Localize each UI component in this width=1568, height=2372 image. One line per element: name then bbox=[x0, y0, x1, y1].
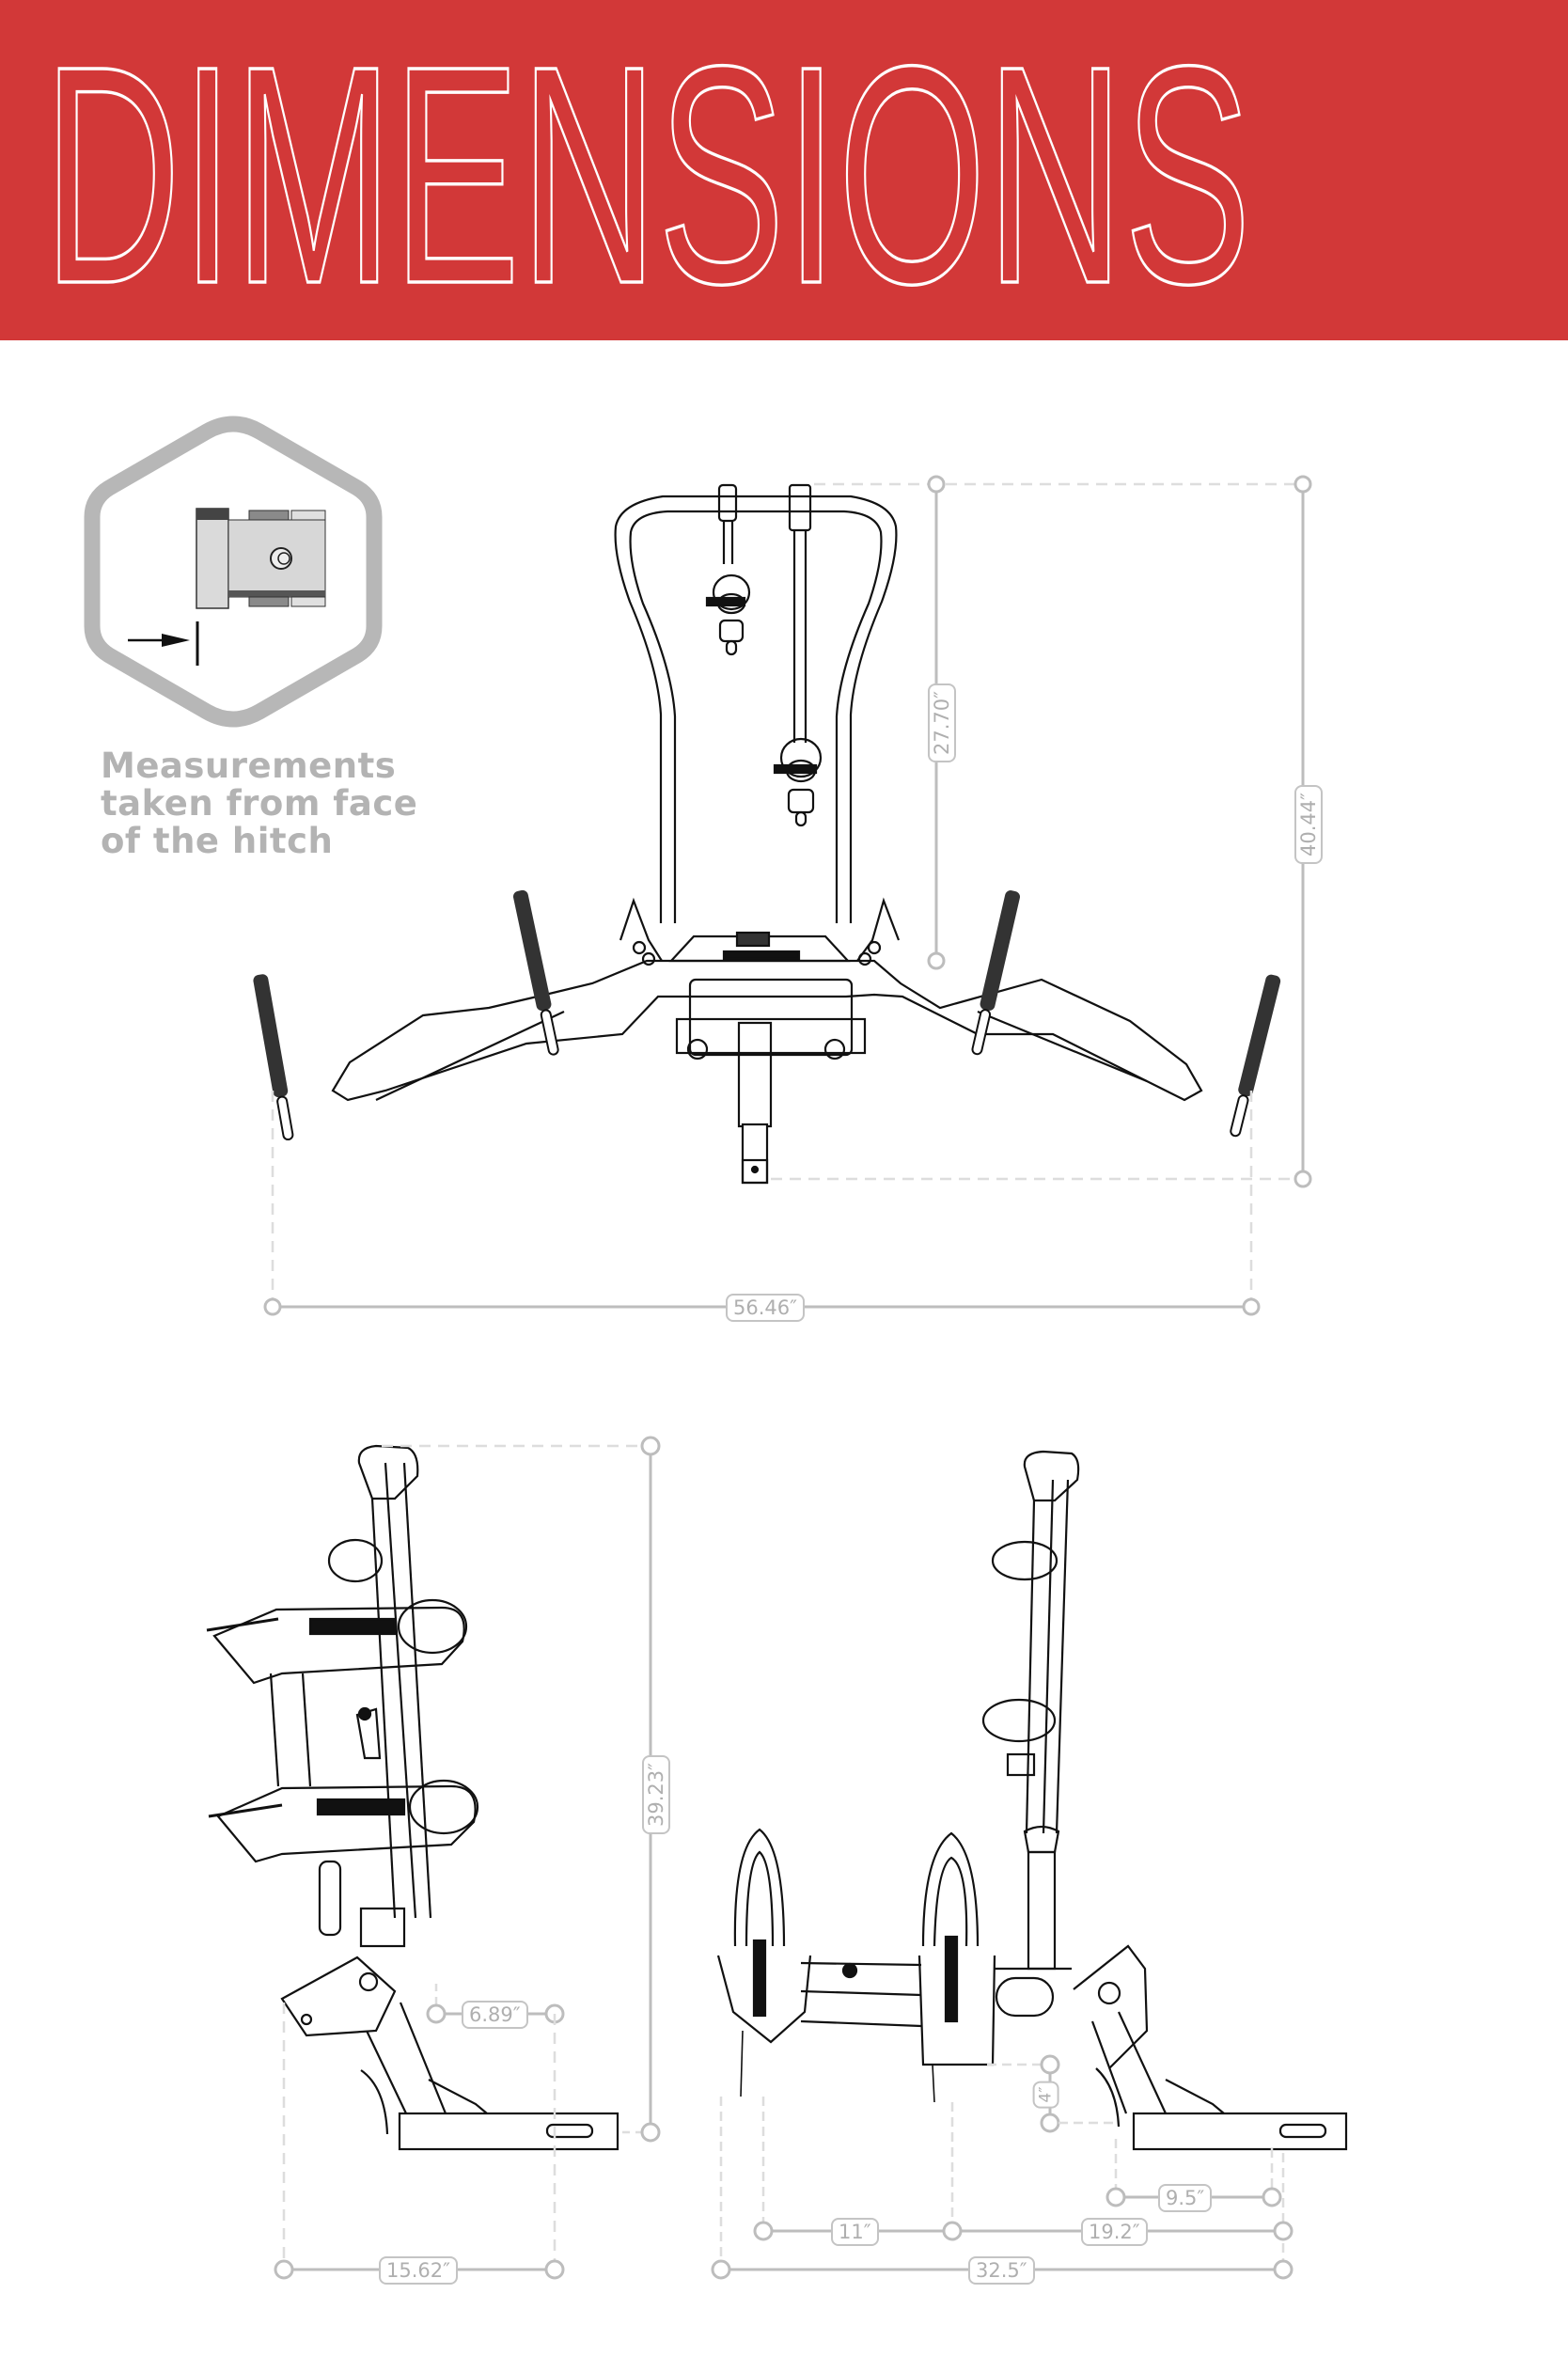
measurement-note: Measurements taken from face of the hitc… bbox=[101, 747, 439, 860]
dimension-label-19-2: 19.2″ bbox=[1081, 2218, 1148, 2246]
note-line-3: of the hitch bbox=[101, 821, 334, 861]
dimension-label-9-5: 9.5″ bbox=[1158, 2184, 1213, 2212]
hexagon-hitch-face-icon bbox=[84, 416, 383, 728]
dimension-label-11: 11″ bbox=[831, 2218, 879, 2246]
dimension-label-15-62: 15.62″ bbox=[379, 2256, 458, 2285]
dimension-label-6-89: 6.89″ bbox=[462, 2001, 528, 2029]
dimension-label-40-44: 40.44″ bbox=[1294, 785, 1323, 864]
side-view-folded-drawing bbox=[206, 1444, 619, 2151]
front-view-straps bbox=[253, 889, 1281, 1141]
note-line-2: taken from face bbox=[101, 783, 418, 824]
dimension-label-56-46: 56.46″ bbox=[726, 1294, 805, 1322]
header-banner: DIMENSIONS bbox=[0, 0, 1568, 340]
front-view-dimension-lines bbox=[263, 475, 1312, 1316]
dimension-label-32-5: 32.5″ bbox=[968, 2256, 1035, 2285]
dimension-label-27-70: 27.70″ bbox=[927, 683, 956, 762]
title-outline: DIMENSIONS bbox=[41, 0, 1253, 340]
side-view-folded-dimension-lines bbox=[274, 1436, 661, 2280]
dimension-label-39-23: 39.23″ bbox=[641, 1755, 670, 1834]
dimension-label-4: 4″ bbox=[1032, 2081, 1059, 2109]
page-title: DIMENSIONS bbox=[43, 1, 1251, 340]
note-line-1: Measurements bbox=[101, 746, 397, 786]
front-view-drawing bbox=[331, 483, 1203, 1185]
side-view-deployed-drawing bbox=[716, 1450, 1348, 2151]
